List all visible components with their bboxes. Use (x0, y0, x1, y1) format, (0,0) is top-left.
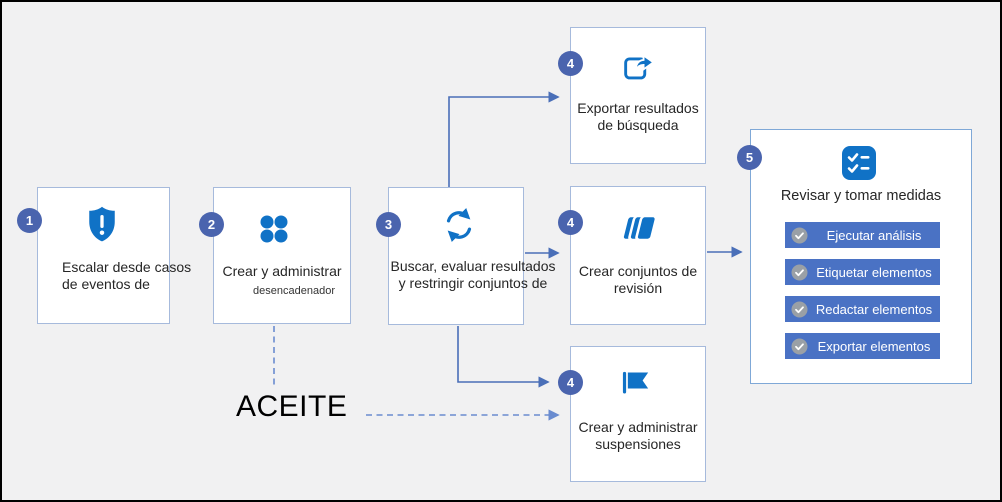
check-circle-icon (791, 338, 808, 355)
step2-label: Crear y administrar (222, 263, 342, 279)
connector-step3-to-export (448, 91, 560, 188)
step4-review-badge: 4 (558, 210, 583, 235)
step4-export-badge: 4 (558, 51, 583, 76)
step1-label: Escalar desde casos de eventos de (62, 259, 192, 292)
step4-review-label: Crear conjuntos de revisión (578, 263, 698, 296)
action-label: Ejecutar análisis (826, 227, 922, 243)
collection-layers-icon (619, 211, 659, 250)
step4-export-box (570, 27, 706, 164)
step5-title: Revisar y tomar medidas (780, 188, 942, 204)
step2-sublabel: desencadenador (253, 285, 335, 297)
step1-badge: 1 (17, 208, 42, 233)
check-circle-icon (791, 264, 808, 281)
check-circle-icon (791, 227, 808, 244)
step2-badge: 2 (199, 212, 224, 237)
action-label: Etiquetar elementos (816, 264, 932, 280)
step2-box (213, 187, 351, 324)
check-circle-icon (791, 301, 808, 318)
action-label: Redactar elementos (815, 301, 933, 317)
app-grid-dots-icon (258, 213, 290, 250)
step4-review-box (570, 186, 706, 325)
shield-exclamation-icon (84, 204, 120, 249)
step5-badge: 5 (737, 145, 762, 170)
action-label: Exportar elementos (817, 338, 931, 354)
flag-icon (618, 368, 650, 403)
annotation-text: ACEITE (236, 390, 348, 423)
action-redact-items: Redactar elementos (785, 296, 940, 322)
checklist-icon (840, 144, 878, 187)
sync-arrows-icon (442, 207, 476, 248)
connector-step3-to-holds (457, 326, 550, 388)
step3-label: Buscar, evaluar resultados y restringir … (390, 258, 556, 291)
export-share-icon (622, 51, 656, 88)
action-run-analytics: Ejecutar análisis (785, 222, 940, 248)
step4-holds-label: Crear y administrar suspensiones (578, 419, 698, 452)
step4-export-label: Exportar resultados de búsqueda (577, 100, 699, 133)
action-tag-items: Etiquetar elementos (785, 259, 940, 285)
step4-holds-badge: 4 (558, 370, 583, 395)
step3-badge: 3 (376, 212, 401, 237)
step4-holds-box (570, 346, 706, 482)
action-export-items: Exportar elementos (785, 333, 940, 359)
